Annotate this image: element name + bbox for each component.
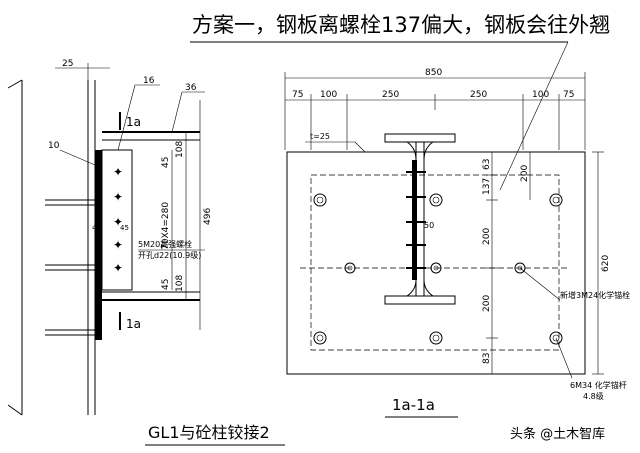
dim-850: 850 <box>425 68 442 78</box>
leader-anchor-2 <box>555 337 573 379</box>
left-caption: GL1与砼柱铰接2 <box>148 423 270 442</box>
dim-50: 50 <box>424 221 434 230</box>
plate-thickness-label: t=25 <box>310 132 330 141</box>
label-36: 36 <box>185 83 197 93</box>
embed-plate <box>95 150 102 340</box>
dim-ticks-left <box>486 151 498 375</box>
anchor-note-3: 4.8级 <box>583 391 604 401</box>
section-label-bottom: 1a <box>126 317 141 331</box>
anchor-note-1: 新增3M24化学锚栓 <box>560 290 630 300</box>
svg-text:✦: ✦ <box>113 165 123 179</box>
svg-text:✦: ✦ <box>113 261 123 275</box>
anchor-bolts <box>313 193 563 345</box>
dim-200-b: 200 <box>482 295 492 312</box>
leader-16 <box>117 84 136 151</box>
anchor-note-2: 6M34 化学锚杆 <box>570 380 627 390</box>
drawing-title: 方案一，钢板离螺栓137偏大，钢板会往外翘 <box>192 13 610 37</box>
section-label-top: 1a <box>126 115 141 129</box>
left-elevation-view: 25 ✦ ✦ ✦ ✦ ✦ 1a 1a <box>7 59 285 446</box>
dim-75-left: 75 <box>292 90 303 100</box>
dim-25: 25 <box>62 59 73 69</box>
dim-45-h1: 45 <box>92 224 101 232</box>
leader-36 <box>171 91 183 133</box>
dim-45-top: 45 <box>161 157 171 168</box>
watermark: 头条 @土木智库 <box>510 426 605 442</box>
svg-text:✦: ✦ <box>113 215 123 229</box>
i-beam-section <box>384 133 456 305</box>
dim-108-top: 108 <box>175 141 185 158</box>
dim-250-left: 250 <box>382 90 399 100</box>
leader-10 <box>59 149 96 166</box>
dim-ticks-top <box>284 72 586 150</box>
dim-63: 63 <box>482 159 492 170</box>
svg-text:✦: ✦ <box>113 190 123 204</box>
dim-83: 83 <box>482 353 492 364</box>
leader-anchor-1 <box>519 267 561 301</box>
dim-100-left: 100 <box>320 90 337 100</box>
title-leader <box>499 41 569 191</box>
dim-45-h2: 45 <box>120 224 129 232</box>
embed-outline <box>310 174 560 351</box>
dim-200-a: 200 <box>482 228 492 245</box>
shear-tab <box>101 149 133 291</box>
dim-137: 137 <box>482 178 492 195</box>
dim-200-inner: 200 <box>520 165 530 182</box>
tab-bolts: ✦ ✦ ✦ ✦ ✦ <box>113 165 123 275</box>
shear-tab-section <box>412 160 417 280</box>
dim-620: 620 <box>601 255 611 272</box>
right-caption: 1a-1a <box>392 396 435 414</box>
dim-250-right: 250 <box>470 90 487 100</box>
column-break-bottom <box>7 404 23 416</box>
dim-108-bottom: 108 <box>175 275 185 292</box>
dim-100-right: 100 <box>532 90 549 100</box>
label-16: 16 <box>143 76 155 86</box>
svg-text:✦: ✦ <box>113 238 123 252</box>
right-plan-view: 850 75 100 250 250 100 75 t=25 <box>284 41 630 418</box>
bolt-note-2: 开孔d22(10.9级) <box>138 250 201 260</box>
label-10: 10 <box>48 141 60 151</box>
dim-75-right: 75 <box>563 90 574 100</box>
dim-70x4: 70X4=280 <box>161 202 171 250</box>
dim-45-bottom: 45 <box>161 279 171 290</box>
dim-496: 496 <box>203 208 213 225</box>
bolt-note-1: 5M20高强螺栓 <box>138 239 192 249</box>
anchor-bars <box>45 199 102 336</box>
column-break-top <box>7 79 23 89</box>
base-plate <box>286 151 586 375</box>
